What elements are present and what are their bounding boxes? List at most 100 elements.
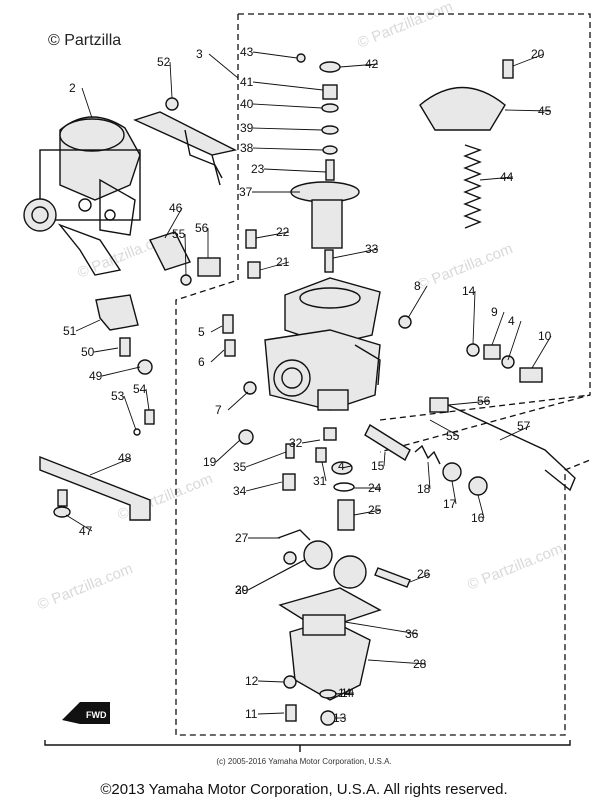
callout: 8 <box>407 279 428 319</box>
leader-line <box>208 53 239 79</box>
leader-line <box>263 168 327 173</box>
leader-line <box>383 451 386 467</box>
callout: 35 <box>233 451 287 474</box>
callout-number: 43 <box>240 45 254 59</box>
callout-number: 56 <box>195 221 209 235</box>
callout-number: 55 <box>172 227 186 241</box>
callout-number: 10 <box>538 329 552 343</box>
leader-line <box>407 285 428 319</box>
callout-number: 50 <box>81 345 95 359</box>
leader-line <box>334 692 355 695</box>
top-cover-45 <box>419 59 514 229</box>
callout: 17 <box>443 480 457 511</box>
center-small-parts <box>222 314 296 491</box>
float-parts <box>277 427 411 589</box>
callout-number: 15 <box>371 459 385 473</box>
leader-line <box>252 103 323 109</box>
credit-main: ©2013 Yamaha Motor Corporation, U.S.A. A… <box>100 781 508 798</box>
vacuum-piston-stack <box>290 53 360 273</box>
callout: 11 <box>245 707 285 721</box>
callout: 25 <box>353 503 382 517</box>
sub-outline <box>379 394 591 421</box>
carburetor-body <box>264 277 381 411</box>
shaft-15 <box>364 423 488 496</box>
callout: 16 <box>471 494 485 525</box>
leader-line <box>215 439 241 463</box>
callout-number: 52 <box>157 55 171 69</box>
callout-number: 49 <box>89 369 103 383</box>
leader-line <box>344 621 419 635</box>
leader-line <box>164 207 183 239</box>
leader-line <box>531 335 552 369</box>
callout: 34 <box>233 481 283 498</box>
callout: 44 <box>479 170 514 184</box>
leader-line <box>479 176 514 181</box>
callout-number: 19 <box>203 455 217 469</box>
callout: 9 <box>491 305 505 346</box>
callout-number: 27 <box>235 531 249 545</box>
callout: 42 <box>339 57 379 71</box>
callout: 21 <box>259 255 290 271</box>
leader-line <box>245 451 287 468</box>
leader-line <box>252 51 298 59</box>
bracket-3 <box>133 97 238 186</box>
watermark: © Partzilla.com <box>465 540 565 594</box>
leader-line <box>93 347 119 353</box>
callout-number: 20 <box>531 47 545 61</box>
leader-line <box>81 87 93 119</box>
leader-line <box>499 425 531 441</box>
float-bowl <box>278 587 382 726</box>
callout-number: 8 <box>414 279 421 293</box>
callout-number: 22 <box>276 225 290 239</box>
callout-number: 7 <box>215 403 222 417</box>
leader-line <box>257 680 285 683</box>
callout-number: 14 <box>338 686 352 700</box>
callout-number: 38 <box>240 141 254 155</box>
callout: 55 <box>172 227 187 276</box>
callout: 12 <box>245 674 285 688</box>
callout: 43 <box>240 45 298 59</box>
leader-line <box>321 461 327 482</box>
callout-number: 3 <box>196 47 203 61</box>
callout: 48 <box>89 451 132 476</box>
callout-number: 46 <box>169 201 183 215</box>
carburetor-assembly <box>23 116 141 276</box>
callout: 33 <box>332 242 379 259</box>
bottom-bracket <box>44 740 571 752</box>
callout: 15 <box>371 451 386 473</box>
callout: 20 <box>512 47 545 67</box>
callout-number: 40 <box>240 97 254 111</box>
callout: 28 <box>367 657 427 671</box>
watermark-top: © Partzilla <box>48 32 121 49</box>
leader-line <box>65 514 93 532</box>
leader-line <box>227 391 249 411</box>
leader-line <box>255 231 290 239</box>
leader-line <box>169 61 173 99</box>
callout: 38 <box>240 141 324 155</box>
callout: 3 <box>196 47 239 79</box>
callout: 40 <box>240 97 323 111</box>
callout: 46 <box>164 201 183 239</box>
callout: 24 <box>354 481 382 495</box>
leader-line <box>184 233 187 276</box>
leader-line <box>252 147 324 151</box>
callout: 41 <box>240 75 324 91</box>
leader-line <box>472 290 476 345</box>
leader-line <box>353 509 382 516</box>
callout: 13 <box>333 711 347 725</box>
callout: 4 <box>507 314 522 361</box>
callout: 54 <box>133 382 150 411</box>
callout-number: 53 <box>111 389 125 403</box>
leader-line <box>252 127 323 131</box>
callout: 6 <box>198 349 225 369</box>
callout-number: 5 <box>198 325 205 339</box>
leader-line <box>427 461 431 490</box>
callout: 4 <box>338 459 352 473</box>
callout: 36 <box>344 621 419 641</box>
leader-line <box>367 659 427 665</box>
leader-line <box>451 480 457 505</box>
leader-line <box>101 366 141 377</box>
callout-number: 35 <box>233 460 247 474</box>
leader-line <box>245 481 283 492</box>
